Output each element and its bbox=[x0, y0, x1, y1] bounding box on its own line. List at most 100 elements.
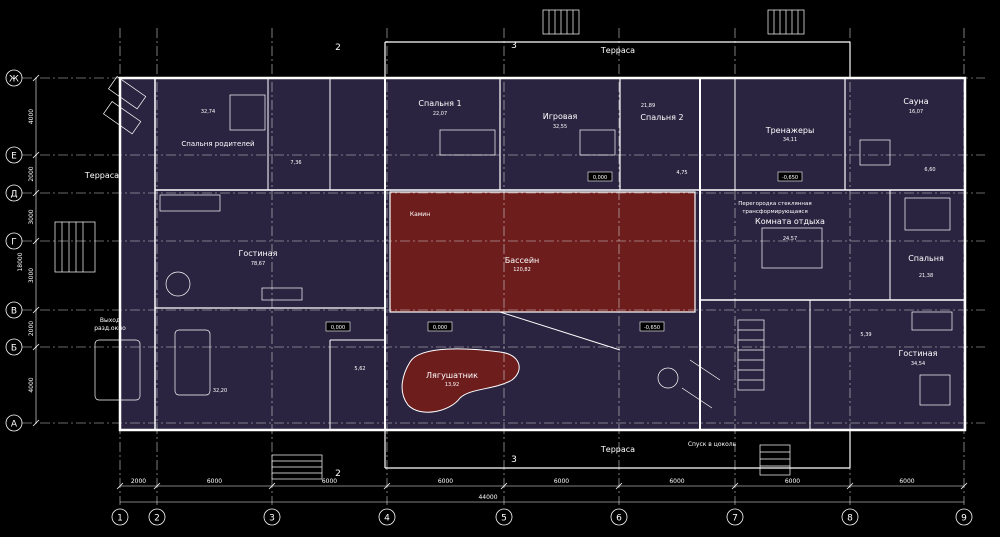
axis-label-row: А bbox=[11, 420, 18, 430]
dimension-tick bbox=[32, 306, 40, 314]
dimension-span-left: 4000 bbox=[28, 377, 35, 392]
gym-name: Тренажеры bbox=[765, 126, 815, 135]
axis-bubble-row bbox=[5, 184, 23, 202]
axis-label-col: 2 bbox=[154, 514, 160, 524]
living-right-area: 34,54 bbox=[911, 361, 925, 367]
axis-label-row: Ж bbox=[9, 75, 19, 85]
terrace-bottom-label: Терраса bbox=[600, 445, 635, 454]
dimension-span-bottom: 6000 bbox=[207, 478, 222, 485]
gym-area: 34,11 bbox=[783, 137, 797, 143]
bedroom-1-area: 22,07 bbox=[433, 111, 447, 117]
axis-bubble-col bbox=[378, 508, 396, 526]
dimension-tick bbox=[32, 343, 40, 351]
axis-label-col: 1 bbox=[117, 514, 123, 524]
parents-bedroom-name: Спальня родителей bbox=[181, 140, 254, 148]
dimension-tick bbox=[615, 482, 623, 490]
dimension-span-left: 2000 bbox=[28, 321, 35, 336]
kiddie-pool-name: Лягушатник bbox=[426, 371, 478, 380]
section-mark-bottom-left: 2 bbox=[335, 469, 341, 479]
dimension-span-left: 2000 bbox=[28, 166, 35, 181]
axis-bubble-row bbox=[5, 146, 23, 164]
partition-note-line-1: Перегородка стеклянная bbox=[738, 201, 811, 207]
axis-bubble-col bbox=[726, 508, 744, 526]
bedroom-2-area: 21,89 bbox=[641, 103, 655, 109]
axis-label-col: 6 bbox=[616, 514, 622, 524]
overall-dimension: 44000 bbox=[478, 494, 497, 501]
axis-bubble-row bbox=[5, 414, 23, 432]
axis-bubble-col bbox=[495, 508, 513, 526]
pool-area: 120,82 bbox=[513, 267, 531, 273]
basement-exit-label: Спуск в цоколь bbox=[688, 441, 737, 448]
axis-label-row: Г bbox=[11, 238, 17, 248]
dimension-span-bottom: 6000 bbox=[785, 478, 800, 485]
axis-bubble-col bbox=[955, 508, 973, 526]
furniture bbox=[94, 76, 953, 409]
walls bbox=[118, 41, 967, 469]
dimension-tick bbox=[846, 482, 854, 490]
level-mark-a: 0,000 bbox=[331, 325, 345, 331]
dimension-tick bbox=[32, 237, 40, 245]
living-left-area: 78,67 bbox=[251, 261, 265, 267]
dimension-span-bottom: 6000 bbox=[899, 478, 914, 485]
playroom-name: Игровая bbox=[543, 112, 578, 121]
dimension-span-left: 3000 bbox=[28, 268, 35, 283]
pool-name: Бассейн bbox=[505, 256, 540, 265]
section-mark-bottom-center: 3 bbox=[511, 455, 517, 465]
axis-label-row: Д bbox=[10, 190, 17, 200]
stairs-top bbox=[542, 9, 805, 35]
dimension-tick bbox=[731, 482, 739, 490]
axis-label-col: 5 bbox=[501, 514, 507, 524]
axis-label-col: 7 bbox=[732, 514, 738, 524]
bedroom-right-area: 21,38 bbox=[919, 273, 933, 279]
kitchen-right-area: 5,39 bbox=[860, 332, 871, 338]
bath-1-area: 7,36 bbox=[290, 160, 301, 166]
level-marks bbox=[325, 171, 803, 332]
axis-bubble-row bbox=[5, 301, 23, 319]
section-mark-top-center: 3 bbox=[511, 41, 517, 51]
kiddie-pool-basin bbox=[401, 348, 520, 413]
dimension-span-left: 4000 bbox=[28, 109, 35, 124]
dimension-tick bbox=[500, 482, 508, 490]
dimension-span-bottom: 2000 bbox=[131, 478, 146, 485]
sauna-area: 16,07 bbox=[909, 109, 923, 115]
axis-label-col: 4 bbox=[384, 514, 390, 524]
dimension-tick bbox=[32, 151, 40, 159]
left-total-dimension: 18000 bbox=[17, 252, 24, 271]
dimension-span-left: 3000 bbox=[28, 209, 35, 224]
level-mark-b: 0,000 bbox=[433, 325, 447, 331]
axis-bubble-col bbox=[111, 508, 129, 526]
stairs-bottom bbox=[54, 221, 791, 480]
kiddie-pool-area: 13,92 bbox=[445, 382, 459, 388]
terrace-top-label: Терраса bbox=[600, 46, 635, 55]
axis-label-row: В bbox=[11, 307, 17, 317]
axis-bubble-row bbox=[5, 232, 23, 250]
fireplace-label: Камин bbox=[410, 211, 430, 218]
dimension-tick bbox=[268, 482, 276, 490]
axis-bubble-row bbox=[5, 338, 23, 356]
bedroom-right-name: Спальня bbox=[908, 254, 944, 263]
level-mark-e: -0,650 bbox=[782, 175, 798, 181]
bedroom-2-name: Спальня 2 bbox=[640, 113, 683, 122]
dimension-span-bottom: 6000 bbox=[322, 478, 337, 485]
parents-bedroom-area: 32,74 bbox=[201, 109, 215, 115]
axis-bubble-col bbox=[148, 508, 166, 526]
dining-note-line-2: разд.окно bbox=[94, 325, 126, 332]
axis-label-row: Б bbox=[11, 344, 17, 354]
dimension-span-bottom: 6000 bbox=[554, 478, 569, 485]
axis-label-col: 9 bbox=[961, 514, 967, 524]
living-right-name: Гостиная bbox=[899, 349, 938, 358]
axis-bubble-col bbox=[263, 508, 281, 526]
partition-note-line-2: трансформирующаяся bbox=[742, 209, 808, 215]
dining-note-line-1: Выход bbox=[100, 317, 120, 324]
terrace-left-fill bbox=[75, 78, 120, 430]
dimension-tick bbox=[32, 189, 40, 197]
rest-room-name: Комната отдыха bbox=[755, 217, 825, 226]
axis-label-row: Е bbox=[11, 152, 17, 162]
dimension-tick bbox=[383, 482, 391, 490]
level-mark-c: -0,650 bbox=[644, 325, 660, 331]
bedroom-1-name: Спальня 1 bbox=[418, 99, 461, 108]
wc-center-area: 5,62 bbox=[354, 366, 365, 372]
dimension-span-bottom: 6000 bbox=[438, 478, 453, 485]
